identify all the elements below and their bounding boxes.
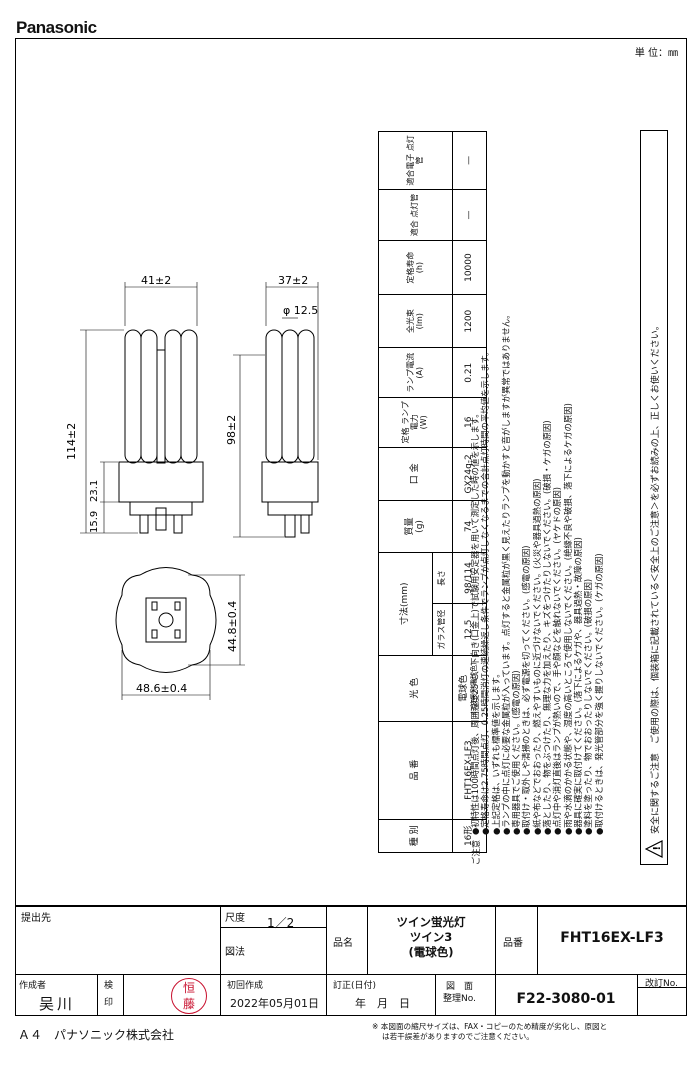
safety-notice-text: 安全に関するご注意 ご使用の際は、個装箱に記載されている＜安全上のご注意＞を必ず…	[650, 321, 661, 834]
note-item: ●紙や布などでおおったり、燃えやすいものに近づけないでください。(火災や器具過熱…	[531, 478, 542, 835]
creator-label: 作成者	[19, 981, 47, 991]
scale-value: 1／2	[267, 916, 295, 930]
dim-tube-dia: φ 12.5	[283, 304, 318, 317]
dim-side-height: 98±2	[225, 415, 238, 445]
revision-label: 改訂No.	[645, 979, 678, 989]
warning-icon: !	[645, 840, 663, 858]
part-no-label: 品番	[503, 938, 523, 949]
notes-title: ご注意	[471, 839, 481, 865]
th-dia: ガラス管径	[432, 603, 453, 656]
revised-label: 訂正(日付)	[333, 981, 377, 991]
note-item: ●点灯中や消灯直後はランプが熱いので、手や顔などを触れないでください。(ヤケドの…	[552, 486, 563, 835]
drawing-method-label: 図法	[225, 947, 245, 958]
th-len: 長さ	[432, 552, 453, 604]
check-label: 検 印	[104, 981, 114, 1008]
th-power: 定格 ランプ電力(W)	[378, 397, 453, 448]
drawing-no-value: F22-3080-01	[516, 991, 616, 1007]
th-ballast: 適合 点灯管	[378, 189, 453, 241]
note-item: ●定格寿命は2.75時間点灯、0.25時間消灯の連続繰返し条件でランプが点灯しな…	[480, 347, 491, 835]
note-item: ●雨や水滴のかかる状態や、湿度の高いところで使用しないでください。(絶縁不良や破…	[562, 403, 573, 835]
drawing-no-label: 図 面 整理No.	[443, 982, 476, 1004]
safety-notice: ! 安全に関するご注意 ご使用の際は、個装箱に記載されている＜安全上のご注意＞を…	[640, 130, 668, 865]
note-item: ●専用器具でご使用ください。(感電の原因)	[511, 670, 522, 835]
creator-name: 吴川	[39, 995, 76, 1013]
footer-note: ※ 本図面の縮尺サイズは、FAX・コピーのため精度が劣化し、原図と は若干誤差が…	[372, 1022, 608, 1041]
approval-stamp: 恒 藤	[171, 978, 207, 1014]
th-mass: 質量(g)	[378, 500, 453, 553]
scale-label: 尺度	[225, 913, 245, 924]
note-item: ●上記定格は、いずれも標準値を示します。	[490, 669, 501, 835]
footer-left: Ａ４ パナソニック株式会社	[18, 1028, 175, 1042]
brand-logo: Panasonic	[16, 18, 97, 37]
dim-bottom-width: 48.6±0.4	[136, 682, 187, 695]
th-ebal: 適合電子 点灯管	[378, 131, 453, 190]
th-dims: 寸法(mm)	[378, 552, 433, 656]
product-name: ツイン蛍光灯 ツイン3 (電球色)	[396, 915, 466, 959]
bottom-view	[115, 567, 245, 700]
note-item: ●初特性は100時間点灯後、周囲温度25℃、下向き(口金上)で試験用安定器を用い…	[470, 409, 480, 835]
revised-date: 年 月 日	[355, 997, 410, 1010]
th-current: ランプ電流(A)	[378, 347, 453, 398]
note-item: ●器具に確実に取付けてください。(落下によるケガや、器具過熱・故障の原因)	[572, 537, 583, 835]
side-view	[233, 282, 319, 538]
first-made-date: 2022年05月01日	[230, 997, 319, 1010]
front-view	[80, 282, 204, 534]
svg-text:!: !	[652, 846, 663, 851]
dim-front-height: 114±2	[65, 423, 78, 460]
drawing-sheet	[15, 38, 687, 1016]
first-made-label: 初回作成	[227, 981, 264, 991]
note-item: ●塗料を塗ったり、物でおおったりしないでください。(破損の原因)	[583, 578, 594, 835]
note-item: ●取付け・取外しや清掃のときは、必ず電源を切ってください。(感電の原因)	[521, 545, 532, 835]
dim-bottom-height: 44.8±0.4	[226, 601, 239, 652]
note-item: ●ランプの中に点灯に必要な金属粒が入っています。点灯すると金属粒が黒く見えたりラ…	[500, 310, 511, 835]
th-flux: 全光束(lm)	[378, 294, 453, 348]
th-color: 光 色	[378, 655, 453, 722]
part-no-value: FHT16EX-LF3	[560, 930, 664, 946]
dim-front-base-1: 23.1	[89, 480, 100, 502]
note-item: ●落としたり、物をぶつけたり、無理な力を加えたり、キズをつけたりしないでください…	[542, 420, 553, 835]
dim-front-width: 41±2	[141, 274, 171, 287]
th-life: 定格寿命(h)	[378, 240, 453, 295]
submit-to-label: 提出先	[21, 913, 51, 924]
unit-label: 単 位：㎜	[634, 48, 678, 59]
th-type: 種 別	[378, 819, 453, 853]
th-base: 口 金	[378, 447, 453, 501]
lamp-drawing: 41±2 37±2 φ 12.5 114±2 23.1 15.9 98±2 48…	[65, 274, 319, 700]
spec-panel: 種 別 品 番 光 色 寸法(mm) 質量(g) 口 金 定格 ランプ電力(W)…	[378, 125, 678, 865]
dim-front-base-2: 15.9	[89, 511, 100, 533]
title-block: 提出先 尺度 1／2 図法 品名 ツイン蛍光灯 ツイン3 (電球色) 品番 FH…	[15, 905, 687, 1016]
th-model: 品 番	[378, 721, 453, 820]
product-name-label: 品名	[333, 938, 353, 949]
notes-list: ●初特性は100時間点灯後、周囲温度25℃、下向き(口金上)で試験用安定器を用い…	[470, 115, 604, 835]
note-item: ●取付けるときは、発光管部分を強く握りしないでください。(ケガの原因)	[593, 553, 604, 835]
dim-side-width: 37±2	[278, 274, 308, 287]
